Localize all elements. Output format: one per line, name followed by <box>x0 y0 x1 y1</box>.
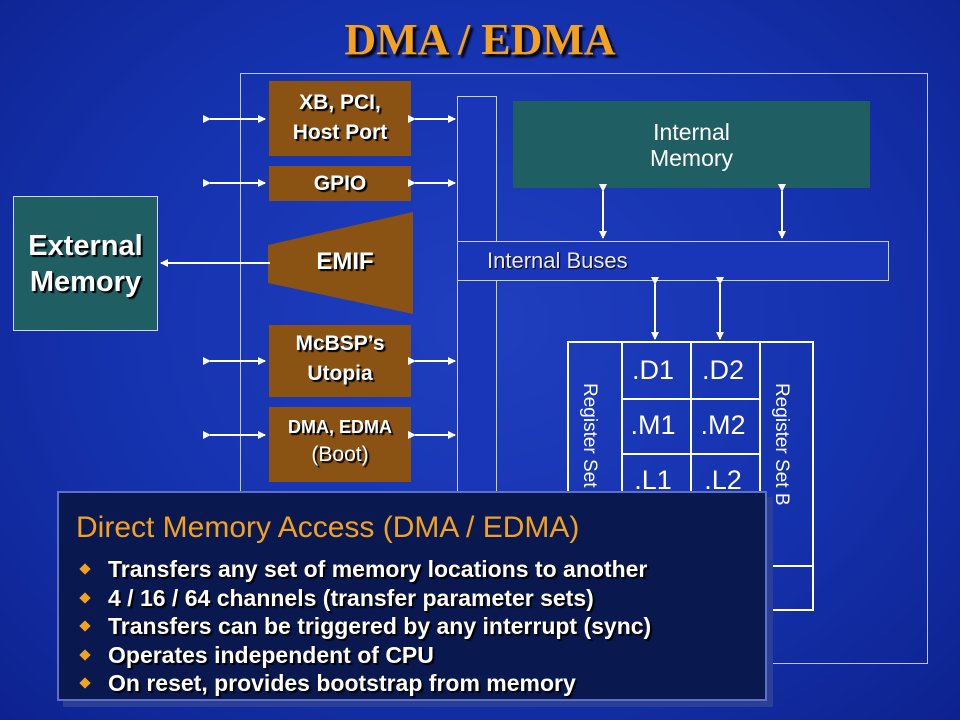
internal-memory-box: Internal Memory <box>513 101 870 188</box>
internal-memory-line1: Internal <box>653 119 730 145</box>
emif-label: EMIF <box>316 248 374 275</box>
gpio-label: GPIO <box>313 172 367 195</box>
unit-m2: .M2 <box>700 410 746 440</box>
external-memory-line1: External <box>28 229 143 262</box>
unit-d1: .D1 <box>631 355 675 385</box>
external-memory-line2: Memory <box>29 265 142 298</box>
bullet-item: Transfers can be triggered by any interr… <box>79 612 651 641</box>
internal-bus-horizontal <box>457 241 889 281</box>
bullet-text: Operates independent of CPU <box>108 641 434 668</box>
internal-memory-line2: Memory <box>649 145 734 171</box>
diamond-bullet-icon <box>79 649 91 661</box>
mcbsp-utopia-box: McBSP’s Utopia <box>269 325 411 397</box>
diamond-bullet-icon <box>79 592 91 604</box>
panel-title: Direct Memory Access (DMA / EDMA) <box>76 511 580 544</box>
external-memory-box: External Memory <box>13 196 158 331</box>
unit-d2: .D2 <box>701 355 745 385</box>
bus-junction <box>458 242 498 280</box>
dma-description-panel: Direct Memory Access (DMA / EDMA) Transf… <box>57 491 767 701</box>
bullet-item: On reset, provides bootstrap from memory <box>79 669 651 698</box>
slide-title: DMA / EDMA <box>344 15 616 64</box>
bullet-item: Transfers any set of memory locations to… <box>79 555 651 584</box>
xb-pci-line1: XB, PCI, <box>299 91 381 114</box>
mcbsp-line2: Utopia <box>307 362 373 385</box>
bullet-text: 4 / 16 / 64 channels (transfer parameter… <box>108 584 594 611</box>
unit-l1: .L1 <box>634 465 672 495</box>
internal-buses-label: Internal Buses <box>487 248 628 273</box>
xb-pci-host-port-box: XB, PCI, Host Port <box>269 81 411 156</box>
bullet-text: Transfers any set of memory locations to… <box>108 556 648 582</box>
bullet-text: On reset, provides bootstrap from memory <box>108 670 576 696</box>
bullet-list: Transfers any set of memory locations to… <box>79 555 651 698</box>
diamond-bullet-icon <box>79 620 91 633</box>
unit-m1: .M1 <box>630 410 676 440</box>
diamond-bullet-icon <box>79 563 91 576</box>
mcbsp-line1: McBSP’s <box>295 332 385 355</box>
xb-pci-line2: Host Port <box>292 121 388 144</box>
diamond-bullet-icon <box>79 677 91 690</box>
bullet-item: Operates independent of CPU <box>79 641 651 670</box>
register-set-b-label: Register Set B <box>771 383 792 506</box>
dma-edma-box: DMA, EDMA (Boot) <box>269 407 411 482</box>
bullet-text: Transfers can be triggered by any interr… <box>108 613 652 639</box>
bullet-item: 4 / 16 / 64 channels (transfer parameter… <box>79 584 651 613</box>
dma-line2: (Boot) <box>311 443 369 466</box>
gpio-box: GPIO <box>269 166 411 201</box>
register-set-a-label: Register Set A <box>579 383 600 505</box>
unit-l2: .L2 <box>704 465 742 495</box>
emif-trapezoid <box>268 212 413 314</box>
dma-line1: DMA, EDMA <box>288 417 392 437</box>
